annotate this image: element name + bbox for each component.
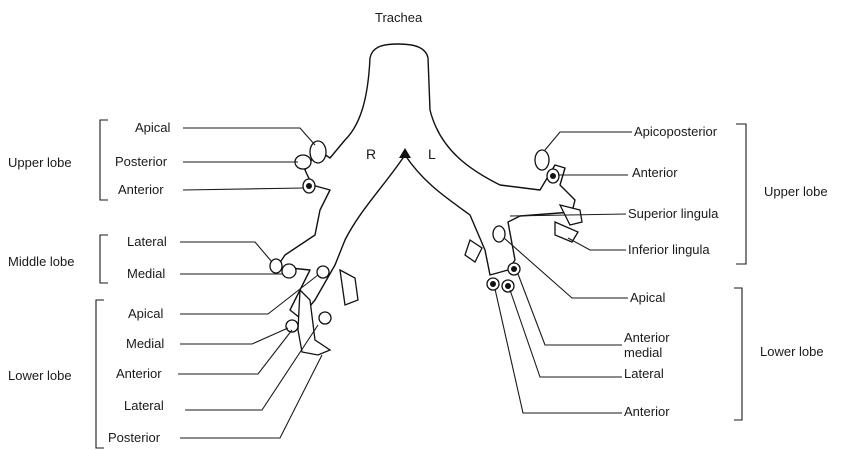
left-inferior-lingula-branch — [554, 221, 579, 243]
right-middle-lobe-label: Middle lobe — [8, 254, 75, 269]
right-lower-lobe-branch — [297, 288, 332, 356]
right-lower-apical-segment — [316, 265, 330, 279]
leader-left-lower-lateral — [509, 289, 622, 378]
leader-left-lower-anterior — [494, 288, 622, 414]
right-lower-medial-label: Medial — [126, 336, 165, 351]
right-upper-anterior-label: Anterior — [118, 182, 164, 197]
trachea-label: Trachea — [375, 10, 423, 25]
left-upper-lobe-label: Upper lobe — [764, 184, 828, 199]
left-lower-medial-branch — [464, 238, 483, 263]
trachea-outline — [274, 43, 576, 319]
right-medial-segment — [281, 263, 297, 279]
left-lower-lobe-label: Lower lobe — [760, 344, 824, 359]
bracket-left-lower-lobe — [734, 287, 743, 421]
leader-left-anterior-medial — [517, 273, 622, 346]
right-middle-medial-label: Medial — [127, 266, 166, 281]
right-apical-segment — [309, 140, 327, 164]
right-lower-posterior-label: Posterior — [108, 430, 161, 445]
right-lower-lobe-label: Lower lobe — [8, 368, 72, 383]
left-apicoposterior-segment — [534, 149, 550, 171]
right-side-label: R — [366, 146, 377, 162]
leader-right-lower-posterior — [180, 354, 323, 439]
right-upper-posterior-label: Posterior — [115, 154, 168, 169]
right-anterior-orifice — [306, 183, 312, 189]
right-upper-lobe-label: Upper lobe — [8, 155, 72, 170]
carina — [399, 148, 411, 158]
bracket-right-upper-lobe — [99, 119, 108, 201]
bracket-left-upper-lobe — [736, 123, 747, 265]
left-side-label: L — [428, 146, 436, 162]
right-lower-apical-label: Apical — [128, 306, 164, 321]
leader-left-apicoposterior — [544, 131, 632, 151]
left-upper-anterior-label: Anterior — [632, 165, 678, 180]
left-superior-lingula-label: Superior lingula — [628, 206, 719, 221]
left-lower-lateral-label: Lateral — [624, 366, 664, 381]
left-inferior-lingula-label: Inferior lingula — [628, 242, 710, 257]
left-anterior-orifice — [550, 173, 556, 179]
leader-right-lower-medial — [180, 327, 289, 345]
right-lower-medial-segment — [285, 319, 299, 333]
bracket-right-middle-lobe — [99, 234, 108, 284]
left-anterior-medial-orifice — [511, 266, 517, 272]
leader-left-inferior-lingula — [567, 237, 626, 251]
left-lower-lateral-orifice — [505, 283, 511, 289]
left-lower-apical-segment — [492, 225, 506, 243]
right-lower-anterior-label: Anterior — [116, 366, 162, 381]
left-lower-apical-label: Apical — [630, 290, 666, 305]
right-lateral-segment — [269, 258, 283, 274]
leader-left-superior-lingula — [509, 213, 627, 217]
right-middle-lateral-label: Lateral — [127, 234, 167, 249]
leader-right-lateral — [180, 241, 273, 263]
right-lower-lateral-label: Lateral — [124, 398, 164, 413]
leader-right-anterior — [182, 187, 305, 191]
leader-right-lower-apical — [180, 274, 319, 315]
left-lower-anterior-orifice — [490, 281, 496, 287]
left-anterior-medial-label: Anterior medial — [624, 330, 670, 360]
leader-right-apical — [183, 127, 316, 146]
leader-right-lower-lateral — [185, 324, 319, 411]
bracket-right-lower-lobe — [95, 299, 104, 449]
leader-right-lower-anterior — [178, 329, 293, 375]
left-upper-apicoposterior-label: Apicoposterior — [634, 124, 718, 139]
right-upper-apical-label: Apical — [135, 120, 171, 135]
right-lower-lateral-branch — [339, 268, 359, 306]
right-lower-posterior-segment — [318, 311, 332, 325]
leader-left-lower-apical — [503, 237, 628, 299]
left-lower-anterior-label: Anterior — [624, 404, 670, 419]
